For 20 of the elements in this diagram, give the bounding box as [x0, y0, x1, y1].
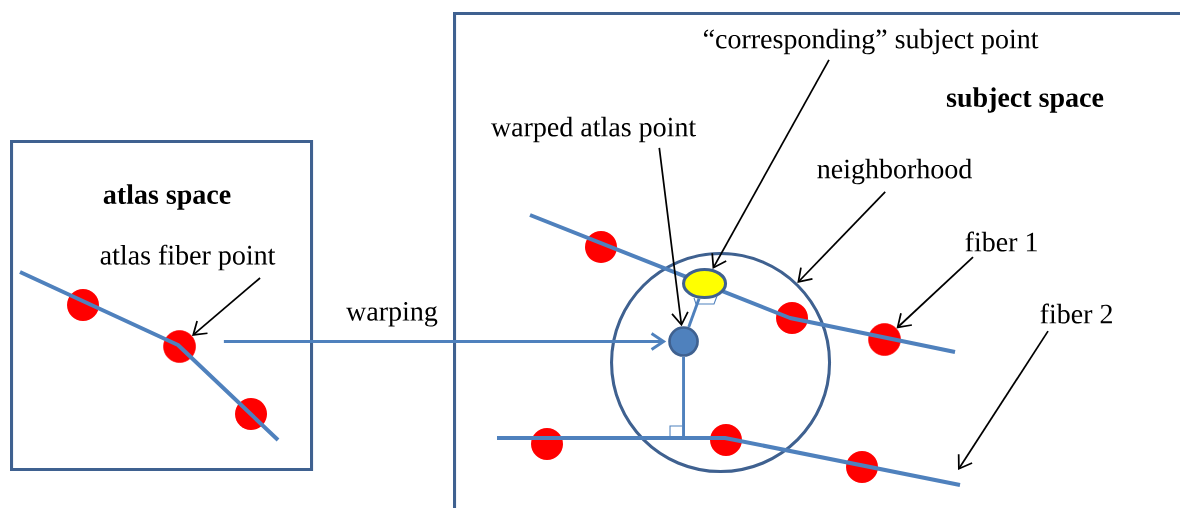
warped-point: [668, 326, 699, 357]
arrow: [192, 277, 261, 336]
annotation-text: “corresponding” subject point: [703, 28, 1039, 55]
neighborhood-circle: [610, 252, 832, 474]
annotation-text: fiber 2: [1040, 303, 1112, 324]
arrow: [896, 256, 974, 329]
edge-label: warping: [344, 300, 440, 328]
subject-point: [682, 268, 728, 300]
arrow: [957, 330, 1049, 470]
annotation-text: fiber 1: [965, 231, 1037, 252]
fiber-point: [163, 330, 196, 363]
annotation-text: atlas fiber point: [100, 244, 276, 271]
arrow: [797, 191, 887, 283]
annotation-text: warped atlas point: [490, 116, 697, 143]
annotation-text: neighborhood: [817, 158, 972, 185]
fiber-point: [868, 323, 901, 356]
arrow: [711, 59, 830, 270]
arrow: [223, 332, 667, 351]
connector-line: [687, 298, 701, 328]
arrow: [658, 146, 689, 327]
